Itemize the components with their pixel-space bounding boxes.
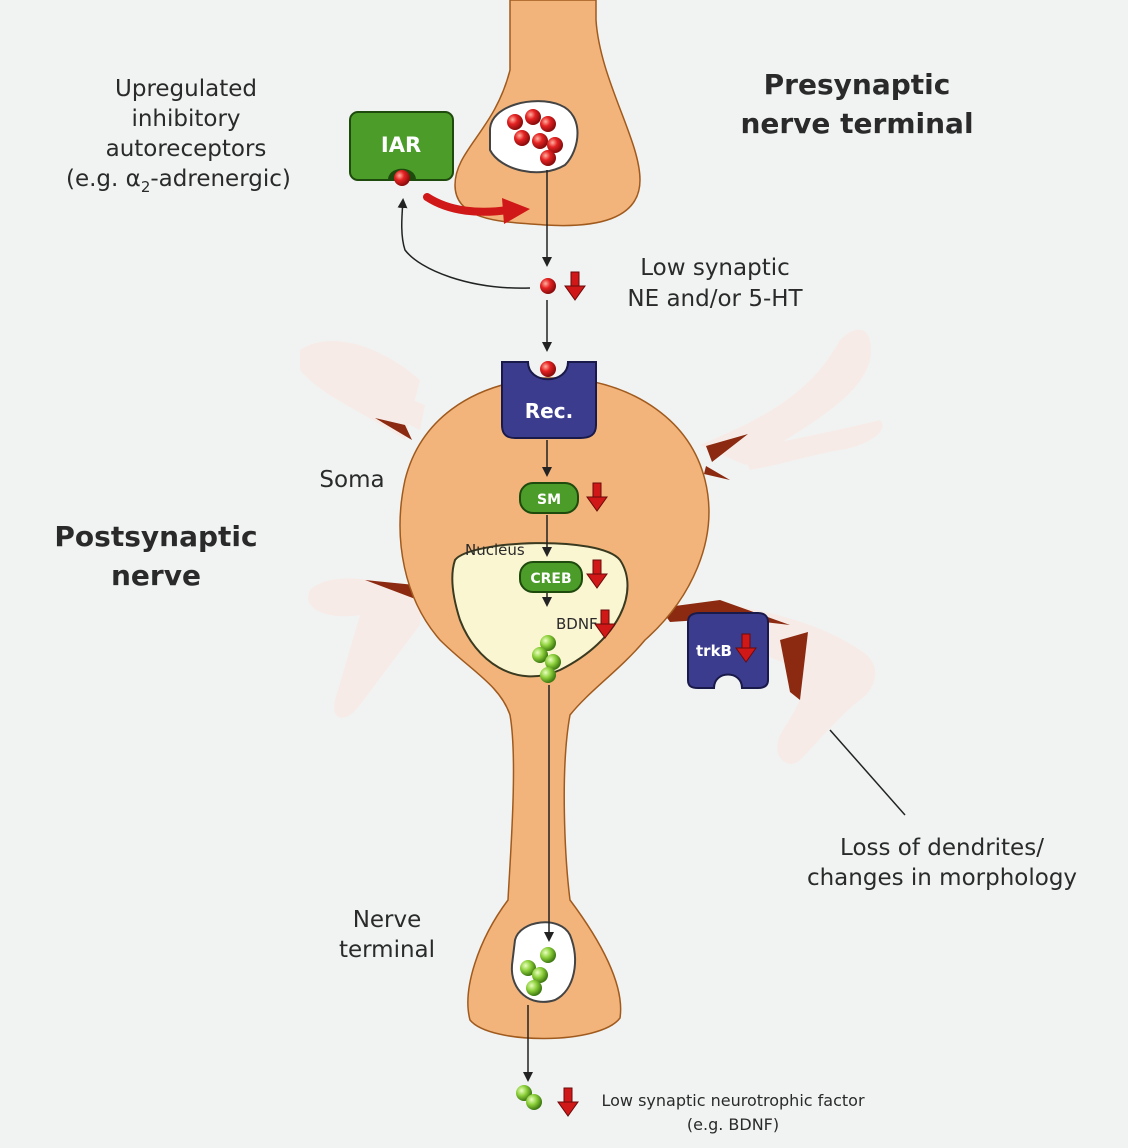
bdnf-ball <box>540 667 556 683</box>
low-synaptic-label: Low synaptic NE and/or 5-HT <box>627 255 803 312</box>
rec-label: Rec. <box>525 399 573 423</box>
iar-label: IAR <box>381 133 421 157</box>
nerve-terminal-line2: terminal <box>339 937 435 963</box>
soma-label: Soma <box>319 467 384 493</box>
postsynaptic-line1: Postsynaptic <box>54 520 257 553</box>
nerve-terminal-line1: Nerve <box>353 907 422 933</box>
low-neurotrophic-label: Low synaptic neurotrophic factor (e.g. B… <box>601 1091 864 1134</box>
ne-ball <box>532 133 548 149</box>
sm-box: SM <box>520 483 578 513</box>
bdnf-ball <box>526 1094 542 1110</box>
nucleus-label: Nucleus <box>465 541 525 559</box>
iar-caption: Upregulated inhibitory autoreceptors (e.… <box>66 76 291 196</box>
decrease-arrow <box>565 272 585 300</box>
loss-line1: Loss of dendrites/ <box>840 835 1044 861</box>
iar-caption-line1: Upregulated <box>115 76 257 102</box>
presynaptic-title: Presynaptic nerve terminal <box>740 68 973 140</box>
presynaptic-line2: nerve terminal <box>740 107 973 140</box>
ne-ball <box>540 361 556 377</box>
loss-dendrites-label: Loss of dendrites/ changes in morphology <box>807 835 1077 891</box>
low-neurotrophic-line1: Low synaptic neurotrophic factor <box>601 1091 864 1110</box>
iar-caption-line3: autoreceptors <box>106 136 267 162</box>
creb-label: CREB <box>530 571 571 587</box>
bdnf-ball <box>526 980 542 996</box>
presynaptic-line1: Presynaptic <box>764 68 951 101</box>
iar-caption-line4: (e.g. α2-adrenergic) <box>66 166 291 196</box>
sm-label: SM <box>537 492 561 508</box>
low-synaptic-line2: NE and/or 5-HT <box>627 286 803 312</box>
postsynaptic-line2: nerve <box>111 559 201 592</box>
creb-box: CREB <box>520 562 582 592</box>
loss-line2: changes in morphology <box>807 865 1077 891</box>
ne-ball <box>394 170 410 186</box>
iar-caption-line2: inhibitory <box>131 106 240 132</box>
ne-ball <box>525 109 541 125</box>
bdnf-label: BDNF <box>556 615 598 633</box>
low-neurotrophic-line2: (e.g. BDNF) <box>687 1115 779 1134</box>
bdnf-ball <box>540 947 556 963</box>
low-synaptic-line1: Low synaptic <box>640 255 790 281</box>
trkb-receptor: trkB <box>688 613 768 688</box>
rec-receptor: Rec. <box>502 361 596 438</box>
postsynaptic-title: Postsynaptic nerve <box>54 520 257 592</box>
ne-ball <box>514 130 530 146</box>
iar-receptor: IAR <box>350 112 453 186</box>
ne-ball <box>540 150 556 166</box>
ne-ball <box>540 116 556 132</box>
neurotrophic-decrease-arrow <box>558 1088 578 1116</box>
synaptic-ne-ball <box>540 278 556 294</box>
trkb-label: trkB <box>696 642 732 660</box>
terminal-vesicle <box>512 922 575 1002</box>
ne-ball <box>507 114 523 130</box>
nerve-terminal-label: Nerve terminal <box>339 907 435 963</box>
